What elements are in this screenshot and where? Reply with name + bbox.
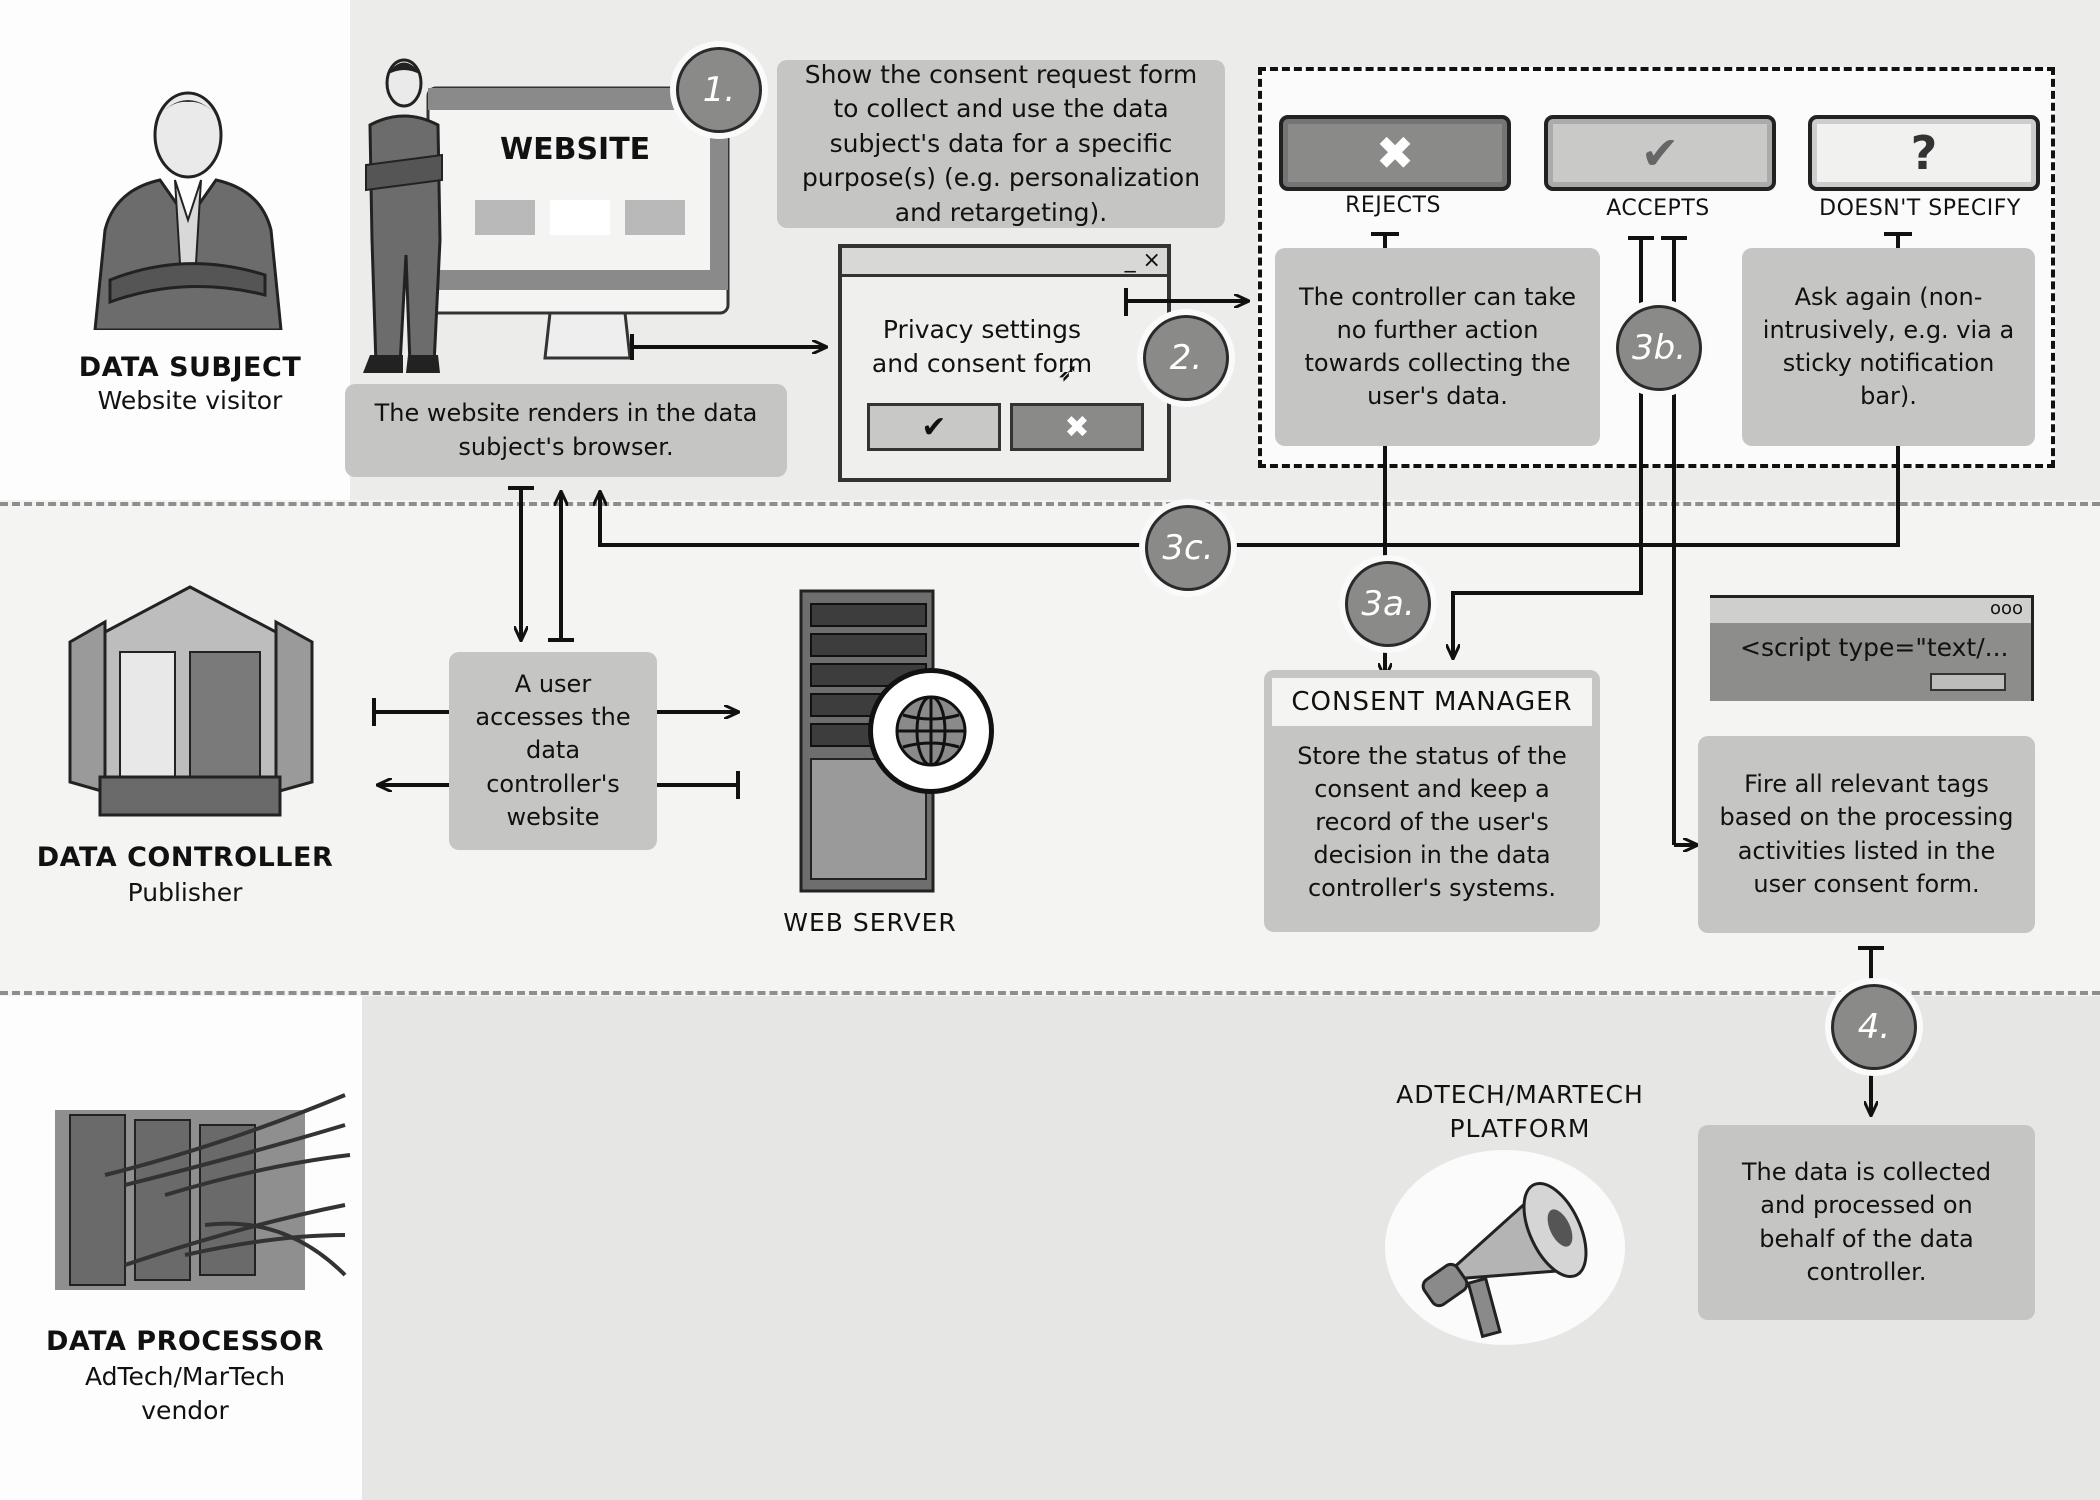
rejects-outcome-box: The controller can take no further actio… xyxy=(1275,248,1600,446)
user-access-box: A user accesses the data controller's we… xyxy=(449,652,657,850)
platform-label-line2: PLATFORM xyxy=(1449,1114,1591,1143)
step-1-badge: 1. xyxy=(676,47,762,133)
data-controller-subtitle: Publisher xyxy=(127,878,243,907)
step-3a-badge: 3a. xyxy=(1345,561,1431,647)
platform-label-line1: ADTECH/MARTECH xyxy=(1396,1080,1644,1109)
data-processor-subtitle: AdTech/MarTech xyxy=(84,1362,286,1391)
data-processor-subtitle-2: vendor xyxy=(141,1396,229,1425)
website-renders-box: The website renders in the data subject'… xyxy=(345,384,787,477)
dialog-accept-button[interactable]: ✔ xyxy=(867,403,1001,451)
x-icon: ✖ xyxy=(1375,126,1415,180)
consent-manager-text: Store the status of the consent and keep… xyxy=(1297,742,1567,903)
data-subject-subtitle: Website visitor xyxy=(97,386,283,415)
website-label: WEBSITE xyxy=(500,132,651,167)
consent-manager-box: CONSENT MANAGER Store the status of the … xyxy=(1264,670,1600,932)
network-switch-illustration xyxy=(45,1085,355,1310)
line-accepts-to-consent-manager xyxy=(1453,555,1643,658)
dialog-window-controls[interactable]: _ × xyxy=(842,248,1167,277)
check-icon: ✔ xyxy=(921,409,947,445)
step-3c-badge: 3c. xyxy=(1145,505,1231,591)
step-1-text-box: Show the consent request form to collect… xyxy=(777,60,1225,228)
script-tag-window: ooo <script type="text/... xyxy=(1710,595,2034,713)
question-icon: ? xyxy=(1910,126,1938,180)
accepts-label: ACCEPTS xyxy=(1606,196,1710,221)
lane-divider-2 xyxy=(0,991,2100,995)
office-building-icon xyxy=(60,582,322,818)
web-server-label: WEB SERVER xyxy=(783,908,957,937)
megaphone-icon xyxy=(1420,1160,1610,1345)
step-4-badge: 4. xyxy=(1831,984,1917,1070)
privacy-consent-dialog: _ × Privacy settings and consent form ✔ … xyxy=(838,244,1171,482)
doesnt-specify-outcome-box: Ask again (non-intrusively, e.g. via a s… xyxy=(1742,248,2035,446)
accepts-button[interactable]: ✔ xyxy=(1544,115,1776,191)
data-controller-title: DATA CONTROLLER xyxy=(36,842,334,873)
line-ask-again-to-website xyxy=(600,446,1900,547)
data-processed-box: The data is collected and processed on b… xyxy=(1698,1125,2035,1320)
check-icon: ✔ xyxy=(1640,126,1680,180)
script-window-button xyxy=(1930,673,2006,691)
data-processor-title: DATA PROCESSOR xyxy=(45,1326,325,1357)
globe-icon xyxy=(868,668,994,794)
x-icon: ✖ xyxy=(1064,409,1090,445)
standing-person-illustration xyxy=(358,55,448,375)
consent-manager-title: CONSENT MANAGER xyxy=(1272,678,1592,726)
person-illustration xyxy=(85,80,290,332)
script-code: <script type="text/... xyxy=(1740,633,2009,662)
step-3b-badge: 3b. xyxy=(1616,305,1702,391)
rejects-label: REJECTS xyxy=(1345,193,1441,218)
doesnt-specify-button[interactable]: ? xyxy=(1808,115,2040,191)
step-2-badge: 2. xyxy=(1143,315,1229,401)
data-subject-title: DATA SUBJECT xyxy=(78,352,302,383)
dialog-reject-button[interactable]: ✖ xyxy=(1010,403,1144,451)
dialog-text: Privacy settings and consent form xyxy=(871,315,1093,378)
rejects-button[interactable]: ✖ xyxy=(1279,115,1511,191)
window-dots: ooo xyxy=(1710,595,2034,623)
website-monitor xyxy=(420,80,740,370)
doesnt-specify-label: DOESN'T SPECIFY xyxy=(1819,196,2021,221)
lane-divider-1 xyxy=(0,502,2100,506)
fire-tags-box: Fire all relevant tags based on the proc… xyxy=(1698,736,2035,933)
cursor-icon: ➶ xyxy=(1057,358,1079,388)
